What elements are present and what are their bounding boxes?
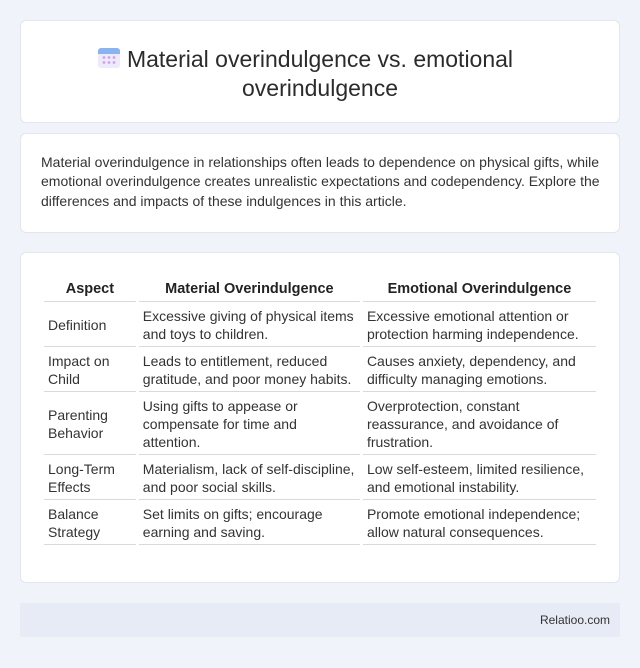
table-row: Balance Strategy Set limits on gifts; en…: [44, 500, 596, 545]
cell-material: Leads to entitlement, reduced gratitude,…: [138, 347, 360, 392]
cell-emotional: Promote emotional independence; allow na…: [362, 500, 596, 545]
comparison-card: Aspect Material Overindulgence Emotional…: [20, 252, 620, 583]
cell-material: Set limits on gifts; encourage earning a…: [138, 500, 360, 545]
cell-aspect: Balance Strategy: [44, 500, 136, 545]
table-row: Impact on Child Leads to entitlement, re…: [44, 347, 596, 392]
cell-material: Excessive giving of physical items and t…: [138, 302, 360, 347]
cell-aspect: Definition: [44, 302, 136, 347]
calendar-icon: [98, 48, 120, 68]
cell-aspect: Impact on Child: [44, 347, 136, 392]
page-title: Material overindulgence vs. emotional ov…: [126, 46, 514, 101]
footer-brand[interactable]: Relatioo.com: [539, 613, 610, 627]
cell-emotional: Low self-esteem, limited resilience, and…: [362, 455, 596, 500]
footer-bar: Relatioo.com: [20, 603, 620, 637]
cell-material: Materialism, lack of self-discipline, an…: [138, 455, 360, 500]
cell-emotional: Overprotection, constant reassurance, an…: [362, 392, 596, 455]
intro-paragraph: Material overindulgence in relationships…: [41, 154, 600, 209]
table-row: Parenting Behavior Using gifts to appeas…: [44, 392, 596, 455]
cell-emotional: Causes anxiety, dependency, and difficul…: [362, 347, 596, 392]
header-aspect: Aspect: [44, 274, 136, 302]
cell-aspect: Parenting Behavior: [44, 392, 136, 455]
table-row: Definition Excessive giving of physical …: [44, 302, 596, 347]
intro-card: Material overindulgence in relationships…: [20, 133, 620, 233]
comparison-table: Aspect Material Overindulgence Emotional…: [41, 274, 599, 545]
header-material: Material Overindulgence: [138, 274, 360, 302]
header-emotional: Emotional Overindulgence: [362, 274, 596, 302]
table-header-row: Aspect Material Overindulgence Emotional…: [44, 274, 596, 302]
cell-emotional: Excessive emotional attention or protect…: [362, 302, 596, 347]
cell-aspect: Long-Term Effects: [44, 455, 136, 500]
cell-material: Using gifts to appease or compensate for…: [138, 392, 360, 455]
table-row: Long-Term Effects Materialism, lack of s…: [44, 455, 596, 500]
title-card: Material overindulgence vs. emotional ov…: [20, 20, 620, 123]
